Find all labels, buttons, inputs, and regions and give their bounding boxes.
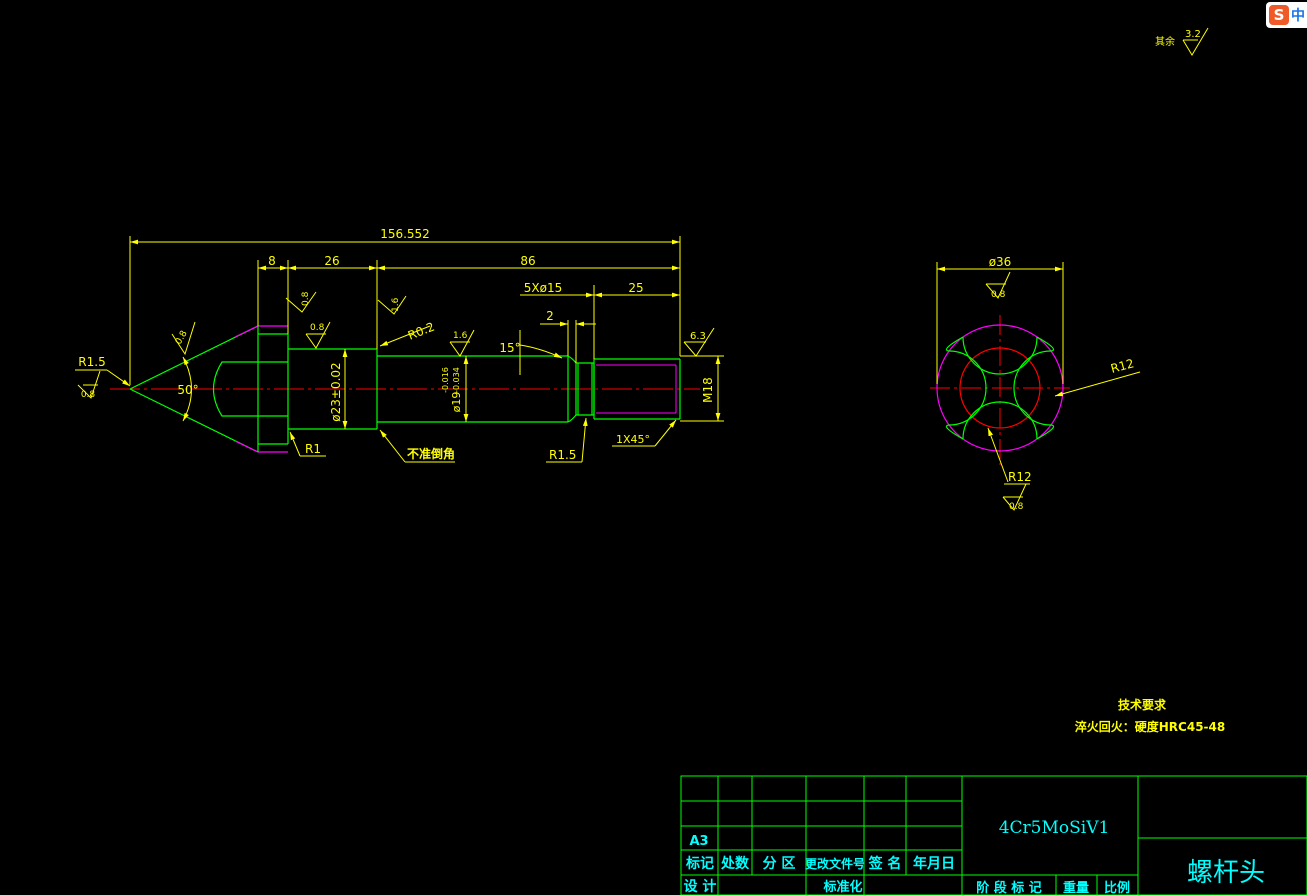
part-name: 螺杆头 [1187, 858, 1265, 888]
svg-text:1.6: 1.6 [453, 331, 468, 341]
svg-text:0.8: 0.8 [310, 323, 325, 333]
roughness-shaft-symbol: 1.6 [377, 295, 407, 315]
roughness-side-bottom-symbol: 0.8 [1002, 483, 1027, 512]
note-no-chamfer: 不准倒角 [407, 446, 455, 461]
tb-label-zone: 分 区 [763, 856, 796, 872]
side-outer-circle [936, 324, 1064, 452]
dim-r0-2: R0.2 [406, 320, 437, 343]
thread-section [593, 358, 681, 420]
ime-mode-indicator: 中 [1291, 8, 1305, 24]
roughness-side-top-symbol: 0.8 [985, 271, 1011, 300]
tb-label-design: 设 计 [684, 878, 717, 895]
tech-requirements: 技术要求 淬火回火：硬度HRC45-48 [1075, 697, 1225, 734]
angle-50-arc [182, 356, 192, 422]
shaft-section [377, 355, 595, 423]
dim-dia23: ø23±0.02 [329, 362, 343, 421]
tb-label-count: 处数 [720, 855, 750, 872]
svg-text:1.6: 1.6 [391, 297, 401, 312]
tb-label-scale: 比例 [1104, 880, 1130, 895]
tb-label-date: 年月日 [913, 855, 955, 872]
side-inner-circle [959, 347, 1041, 429]
dim-overall-text: 156.552 [380, 227, 430, 241]
dim-dia19: ø19 [450, 392, 463, 413]
tb-label-change-doc: 更改文件号 [805, 856, 865, 871]
front-view[interactable]: 156.552 8 26 86 5Xø15 25 2 15° 50° R1.5 [75, 227, 724, 463]
roughness-thread-symbol: 6.3 [683, 327, 715, 357]
roughness-other-label: 其余 [1155, 35, 1175, 48]
svg-text:0.8: 0.8 [1009, 502, 1024, 512]
dim-thread: M18 [701, 377, 715, 403]
tb-label-standardization: 标准化 [822, 879, 862, 895]
dim-r1-5-left: R1.5 [78, 355, 105, 369]
dim-r12-right: R12 [1109, 356, 1135, 376]
roughness-neck-symbol: 0.8 [305, 321, 331, 349]
dim-86-text: 86 [520, 254, 535, 268]
tb-label-stage-mark: 阶 段 标 记 [976, 880, 1042, 895]
dim-8-text: 8 [268, 254, 276, 268]
side-flutes [945, 336, 1055, 440]
angle-15-text: 15° [499, 341, 520, 355]
roughness-head-symbol: 0.8 [285, 291, 317, 313]
thread-minor [596, 364, 677, 414]
roughness-other-value: 3.2 [1185, 29, 1201, 40]
dim-25-text: 25 [628, 281, 643, 295]
sheet-size: A3 [689, 834, 708, 849]
tech-req-line1: 淬火回火：硬度HRC45-48 [1075, 719, 1225, 734]
ime-logo-icon[interactable]: S [1269, 5, 1289, 25]
title-block-text: A3 标记 处数 分 区 更改文件号 签 名 年月日 设 计 标准化 阶 段 标… [684, 818, 1265, 895]
dim-dia19-tol-upper: -0.016 [441, 367, 450, 393]
svg-text:0.8: 0.8 [81, 390, 96, 400]
roughness-left-symbol: 0.8 [77, 370, 101, 400]
dim-groove-text: 5Xø15 [524, 281, 562, 295]
extension-lines [129, 236, 724, 422]
roughness-cone-symbol: 0.8 [171, 321, 196, 356]
roughness-other-symbol: 其余 3.2 [1155, 27, 1209, 56]
dim-r1-5-groove: R1.5 [549, 448, 576, 462]
svg-text:6.3: 6.3 [690, 331, 706, 342]
angle-50-text: 50° [177, 383, 198, 397]
title-block [680, 775, 1307, 895]
dim-dia19-tol-lower: -0.034 [452, 367, 461, 393]
tb-label-mark: 标记 [685, 855, 714, 872]
head-section [257, 326, 289, 452]
dim-2-text: 2 [546, 309, 554, 323]
tech-req-title: 技术要求 [1118, 697, 1167, 712]
tb-label-signature: 签 名 [868, 855, 902, 872]
svg-text:0.8: 0.8 [991, 290, 1006, 300]
svg-text:0.8: 0.8 [174, 329, 190, 347]
dim-chamfer: 1X45° [616, 433, 650, 446]
svg-text:0.8: 0.8 [301, 291, 311, 306]
dim-26-text: 26 [324, 254, 339, 268]
tb-label-weight: 重量 [1063, 880, 1089, 895]
dim-r1: R1 [305, 442, 321, 456]
dim-r12-bottom: R12 [1008, 470, 1032, 484]
dim-dia36: ø36 [989, 255, 1012, 269]
roughness-symbol-icon [1182, 27, 1209, 56]
side-view[interactable]: ø36 0.8 R12 R12 0.8 [930, 255, 1141, 512]
ime-badge[interactable]: S 中 [1266, 2, 1307, 28]
roughness-shaft2-symbol: 1.6 [449, 329, 475, 357]
material: 4Cr5MoSiV1 [999, 818, 1110, 838]
neck-section [288, 348, 378, 430]
